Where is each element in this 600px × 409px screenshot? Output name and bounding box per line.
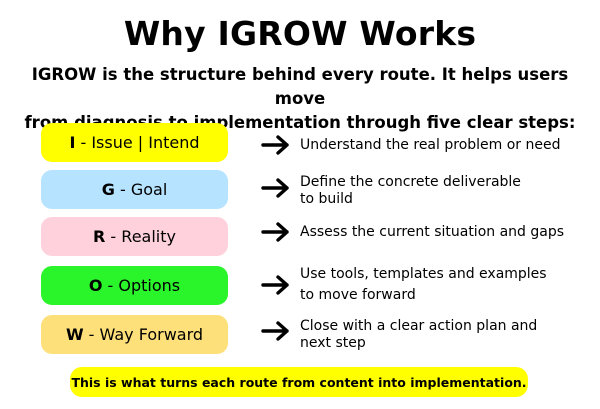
right-arrow-icon <box>261 221 291 243</box>
description-line: Assess the current situation and gaps <box>300 224 565 240</box>
step-pill-issue: I - Issue | Intend <box>41 123 228 162</box>
step-letter: O <box>88 276 103 295</box>
step-letter: G <box>101 180 115 199</box>
footer-banner: This is what turns each route from conte… <box>70 367 528 397</box>
step-description-way-forward: Close with a clear action plan and next … <box>300 318 585 352</box>
step-letter: I <box>69 133 76 152</box>
step-letter: W <box>65 325 84 344</box>
description-line: to move forward <box>300 287 416 303</box>
step-label: - Reality <box>105 227 176 246</box>
right-arrow-icon <box>261 177 291 199</box>
description-line: to build <box>300 191 353 207</box>
right-arrow-icon <box>261 134 291 156</box>
description-line: Close with a clear action plan and <box>300 318 538 334</box>
step-label: - Way Forward <box>83 325 204 344</box>
step-description-goal: Define the concrete deliverable to build <box>300 174 585 208</box>
description-line: Define the concrete deliverable <box>300 174 521 190</box>
subtitle-line-1: IGROW is the structure behind every rout… <box>31 65 569 108</box>
step-pill-way-forward: W - Way Forward <box>41 315 228 354</box>
right-arrow-icon <box>261 274 291 296</box>
description-line: Use tools, templates and examples <box>300 266 547 282</box>
step-description-options: Use tools, templates and examples to mov… <box>300 266 585 304</box>
footer-banner-text: This is what turns each route from conte… <box>71 374 527 390</box>
right-arrow-icon <box>261 320 291 342</box>
step-label: - Options <box>102 276 181 295</box>
step-description-issue: Understand the real problem or need <box>300 137 585 154</box>
step-label: - Issue | Intend <box>75 133 200 152</box>
step-pill-goal: G - Goal <box>41 170 228 209</box>
page-title: Why IGROW Works <box>123 14 477 53</box>
description-line: Understand the real problem or need <box>300 137 561 153</box>
step-label: - Goal <box>114 180 168 199</box>
step-description-reality: Assess the current situation and gaps <box>300 224 585 241</box>
step-letter: R <box>93 227 106 246</box>
step-pill-reality: R - Reality <box>41 217 228 256</box>
description-line: next step <box>300 335 366 351</box>
step-pill-options: O - Options <box>41 266 228 305</box>
